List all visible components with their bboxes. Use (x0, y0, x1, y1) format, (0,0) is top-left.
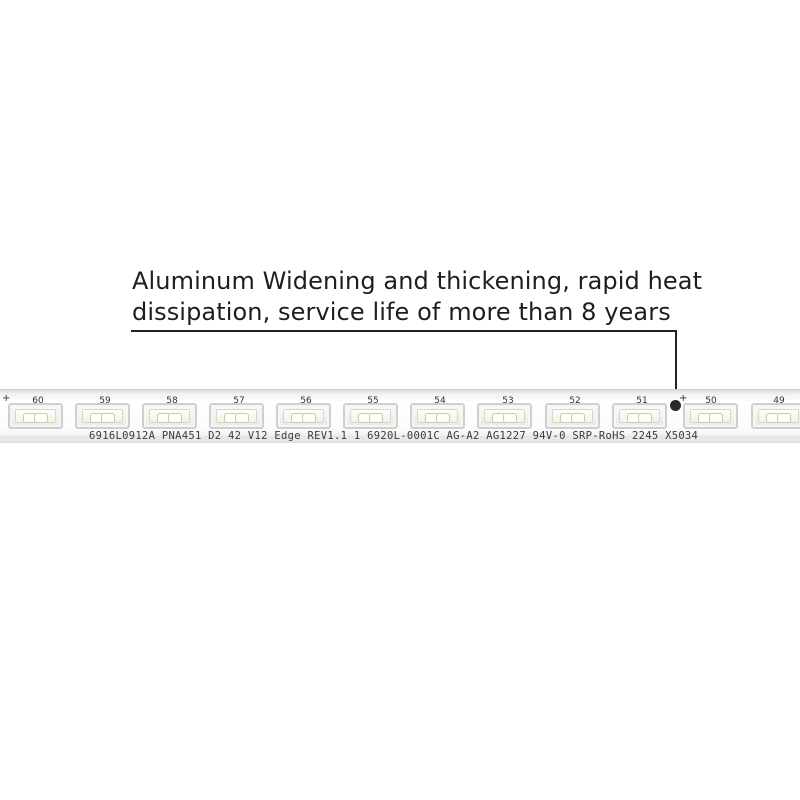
led-chip (75, 403, 130, 429)
callout-dot (670, 400, 681, 411)
led-chip (343, 403, 398, 429)
strip-edge (0, 436, 800, 438)
led-chip (142, 403, 197, 429)
led-chip (612, 403, 667, 429)
led-number: 49 (773, 396, 785, 406)
led-number: 56 (300, 396, 312, 406)
callout-line-1: Aluminum Widening and thickening, rapid … (132, 267, 703, 295)
plus-mark: + (679, 393, 688, 404)
led-chip (751, 403, 800, 429)
led-chip (276, 403, 331, 429)
led-number: 55 (367, 396, 379, 406)
led-chip (477, 403, 532, 429)
led-chip (683, 403, 738, 429)
leader-line-horizontal (131, 330, 677, 332)
pcb-silkscreen-text: 6916L0912A PNA451 D2 42 V12 Edge REV1.1 … (89, 430, 699, 442)
callout-text: Aluminum Widening and thickening, rapid … (132, 266, 752, 328)
led-number: 52 (569, 396, 581, 406)
led-number: 60 (32, 396, 44, 406)
led-number: 59 (99, 396, 111, 406)
led-number: 57 (233, 396, 245, 406)
led-chip (8, 403, 63, 429)
led-chip (410, 403, 465, 429)
led-chip (545, 403, 600, 429)
led-number: 54 (434, 396, 446, 406)
callout-line-2: dissipation, service life of more than 8… (132, 298, 671, 326)
led-number: 50 (705, 396, 717, 406)
led-number: 53 (502, 396, 514, 406)
led-number: 51 (636, 396, 648, 406)
leader-line-vertical (675, 330, 677, 404)
led-number: 58 (166, 396, 178, 406)
plus-mark: + (2, 393, 11, 404)
led-chip (209, 403, 264, 429)
